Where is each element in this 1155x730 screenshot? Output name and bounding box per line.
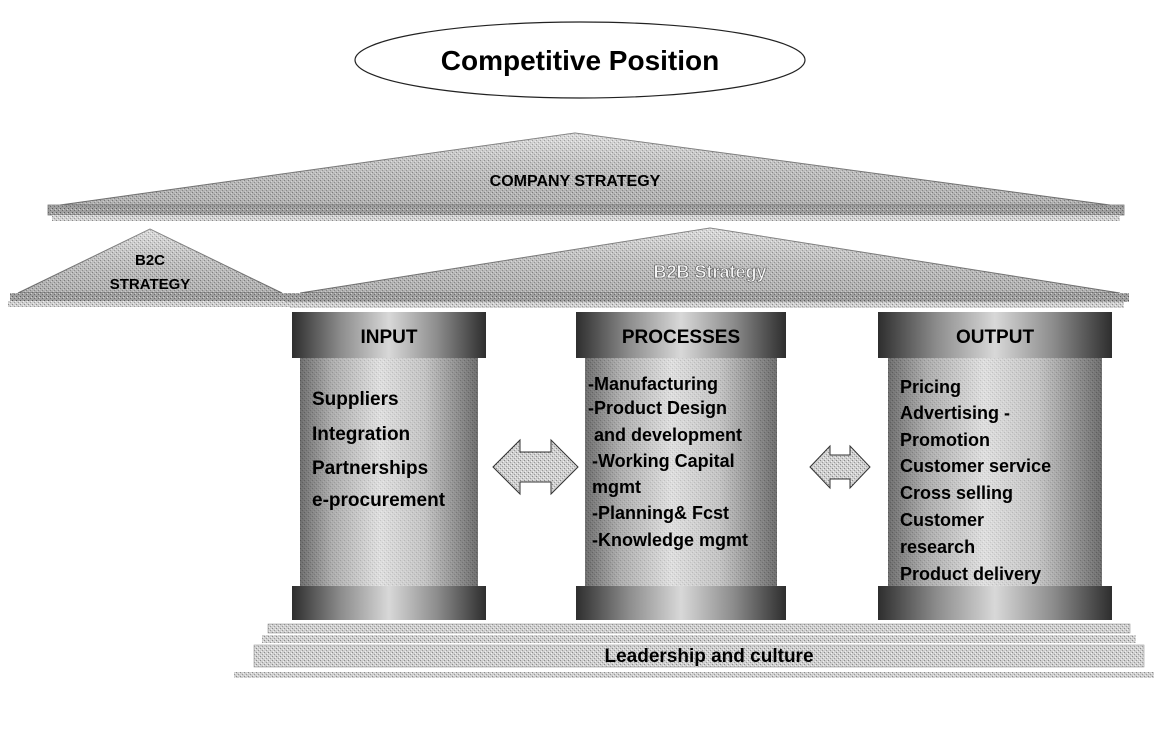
pillar-processes-item: -Product Design bbox=[588, 398, 727, 418]
pillar-output-item: Product delivery bbox=[900, 564, 1041, 584]
pillar-input-item: Partnerships bbox=[312, 458, 428, 479]
double-arrow-icon bbox=[809, 444, 871, 490]
title-label: Competitive Position bbox=[441, 45, 719, 76]
b2c-strategy-roof: B2C STRATEGY bbox=[8, 228, 292, 307]
pillar-processes: PROCESSES -Manufacturing -Product Design… bbox=[576, 312, 786, 620]
pillar-processes-item: mgmt bbox=[592, 477, 641, 497]
pillar-input-item: e-procurement bbox=[312, 490, 446, 511]
pillar-processes-item: -Manufacturing bbox=[588, 374, 718, 394]
pillar-input-item: Suppliers bbox=[312, 389, 399, 410]
pillar-output-item: Pricing bbox=[900, 377, 961, 397]
pillar-processes-item: -Knowledge mgmt bbox=[592, 530, 748, 550]
pillar-output: OUTPUT Pricing Advertising - Promotion C… bbox=[878, 312, 1112, 620]
foundation-label: Leadership and culture bbox=[604, 646, 813, 667]
pillar-processes-item: -Working Capital bbox=[592, 451, 735, 471]
pillar-output-item: Promotion bbox=[900, 430, 990, 450]
b2b-strategy-label: B2B Strategy bbox=[653, 262, 766, 282]
pillar-processes-item: and development bbox=[594, 425, 742, 445]
pillar-output-header: OUTPUT bbox=[956, 327, 1035, 348]
pillar-output-item: Advertising - bbox=[900, 403, 1010, 423]
b2c-strategy-line2: STRATEGY bbox=[110, 276, 191, 293]
pillar-output-item: Cross selling bbox=[900, 483, 1013, 503]
pillar-input: INPUT Suppliers Integration Partnerships… bbox=[292, 312, 486, 620]
pillar-output-item: Customer bbox=[900, 510, 984, 530]
b2b-strategy-roof: B2B Strategy bbox=[285, 227, 1129, 308]
b2c-strategy-line1: B2C bbox=[135, 252, 165, 269]
company-strategy-label: COMPANY STRATEGY bbox=[490, 173, 661, 190]
foundation: Leadership and culture bbox=[234, 623, 1154, 678]
pillar-input-header: INPUT bbox=[361, 327, 418, 348]
pillar-processes-header: PROCESSES bbox=[622, 327, 740, 348]
pillar-output-item: research bbox=[900, 537, 975, 557]
double-arrow-icon bbox=[492, 438, 579, 496]
title-ellipse: Competitive Position bbox=[354, 21, 806, 99]
pillar-processes-item: -Planning& Fcst bbox=[592, 503, 729, 523]
pillar-input-item: Integration bbox=[312, 424, 410, 445]
company-strategy-roof: COMPANY STRATEGY bbox=[47, 132, 1125, 221]
pillar-output-item: Customer service bbox=[900, 456, 1051, 476]
